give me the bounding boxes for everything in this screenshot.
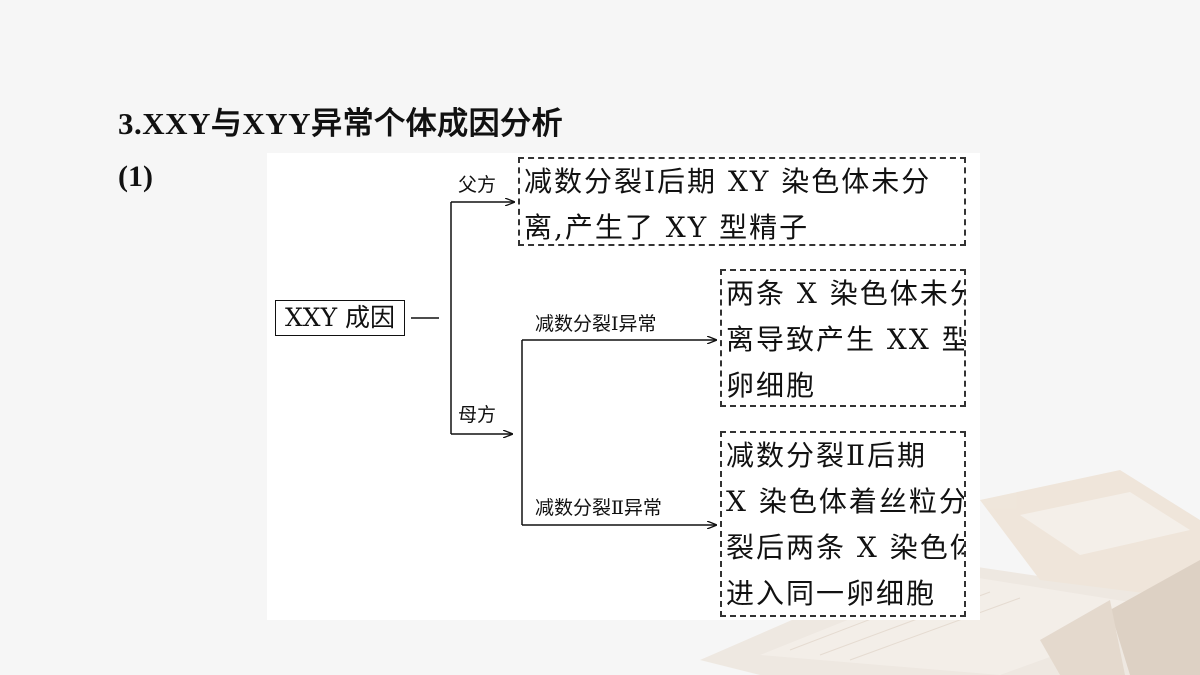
meiosis2-label: 减数分裂Ⅱ异常 [535, 497, 662, 519]
meiosis2-result-line-1: 减数分裂Ⅱ后期 [726, 439, 928, 472]
meiosis1-result-box: 两条 X 染色体未分 离导致产生 XX 型 卵细胞 [720, 269, 966, 407]
meiosis2-result-line-2: X 染色体着丝粒分 [726, 485, 966, 518]
father-result-line-2: 离,产生了 XY 型精子 [524, 211, 810, 244]
diagram-panel: XXY 成因 父方 母方 减数分裂Ⅰ异常 减数分裂Ⅱ异常 减数分裂Ⅰ后期 XY … [267, 153, 980, 620]
root-node: XXY 成因 [275, 300, 405, 336]
connector-lines [411, 153, 980, 620]
meiosis2-result-line-4: 进入同一卵细胞 [726, 577, 937, 610]
meiosis1-result-line-3: 卵细胞 [726, 369, 817, 402]
mother-label: 母方 [458, 404, 497, 426]
father-label: 父方 [458, 174, 497, 196]
meiosis1-result-line-1: 两条 X 染色体未分 [726, 277, 966, 310]
meiosis1-label: 减数分裂Ⅰ异常 [535, 313, 657, 335]
father-result-line-1: 减数分裂Ⅰ后期 XY 染色体未分 [524, 165, 932, 198]
meiosis1-result-line-2: 离导致产生 XX 型 [726, 323, 966, 356]
page-title: 3.XXY与XYY异常个体成因分析 [118, 106, 564, 141]
meiosis2-result-line-3: 裂后两条 X 染色体 [726, 531, 966, 564]
meiosis2-result-box: 减数分裂Ⅱ后期 X 染色体着丝粒分 裂后两条 X 染色体 进入同一卵细胞 [720, 431, 966, 617]
part-label: (1) [118, 160, 153, 193]
father-result-box: 减数分裂Ⅰ后期 XY 染色体未分 离,产生了 XY 型精子 [518, 157, 966, 246]
